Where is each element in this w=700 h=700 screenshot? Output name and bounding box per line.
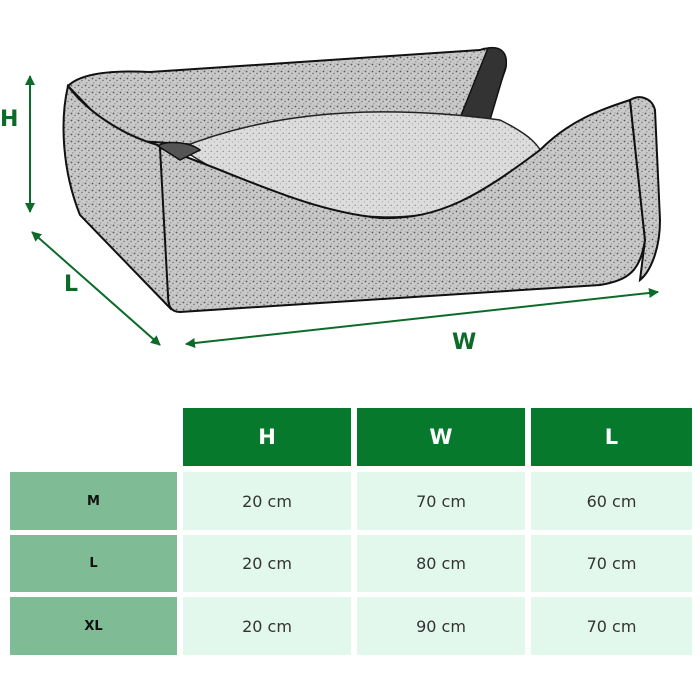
pet-bed-illustration xyxy=(25,46,662,348)
length-arrow xyxy=(31,231,161,346)
row-header-xl: XL xyxy=(10,597,177,655)
length-label: L xyxy=(64,272,79,297)
table-cell: 90 cm xyxy=(357,597,525,655)
width-label: W xyxy=(452,330,477,355)
table-cell: 20 cm xyxy=(183,472,351,530)
row-header-m: M xyxy=(10,472,177,530)
table-cell: 20 cm xyxy=(183,597,351,655)
header-l: L xyxy=(531,408,692,466)
width-arrow xyxy=(185,288,659,348)
bed-right-back xyxy=(458,46,508,121)
table-cell: 70 cm xyxy=(531,535,692,592)
table-cell: 80 cm xyxy=(357,535,525,592)
table-cell: 70 cm xyxy=(357,472,525,530)
height-label: H xyxy=(0,107,19,132)
table-cell: 20 cm xyxy=(183,535,351,592)
header-w: W xyxy=(357,408,525,466)
bed-right-bolster xyxy=(628,96,662,283)
table-cell: 70 cm xyxy=(531,597,692,655)
table-cell: 60 cm xyxy=(531,472,692,530)
header-h: H xyxy=(183,408,351,466)
bed-left-bolster xyxy=(156,141,202,161)
row-header-l: L xyxy=(10,535,177,592)
